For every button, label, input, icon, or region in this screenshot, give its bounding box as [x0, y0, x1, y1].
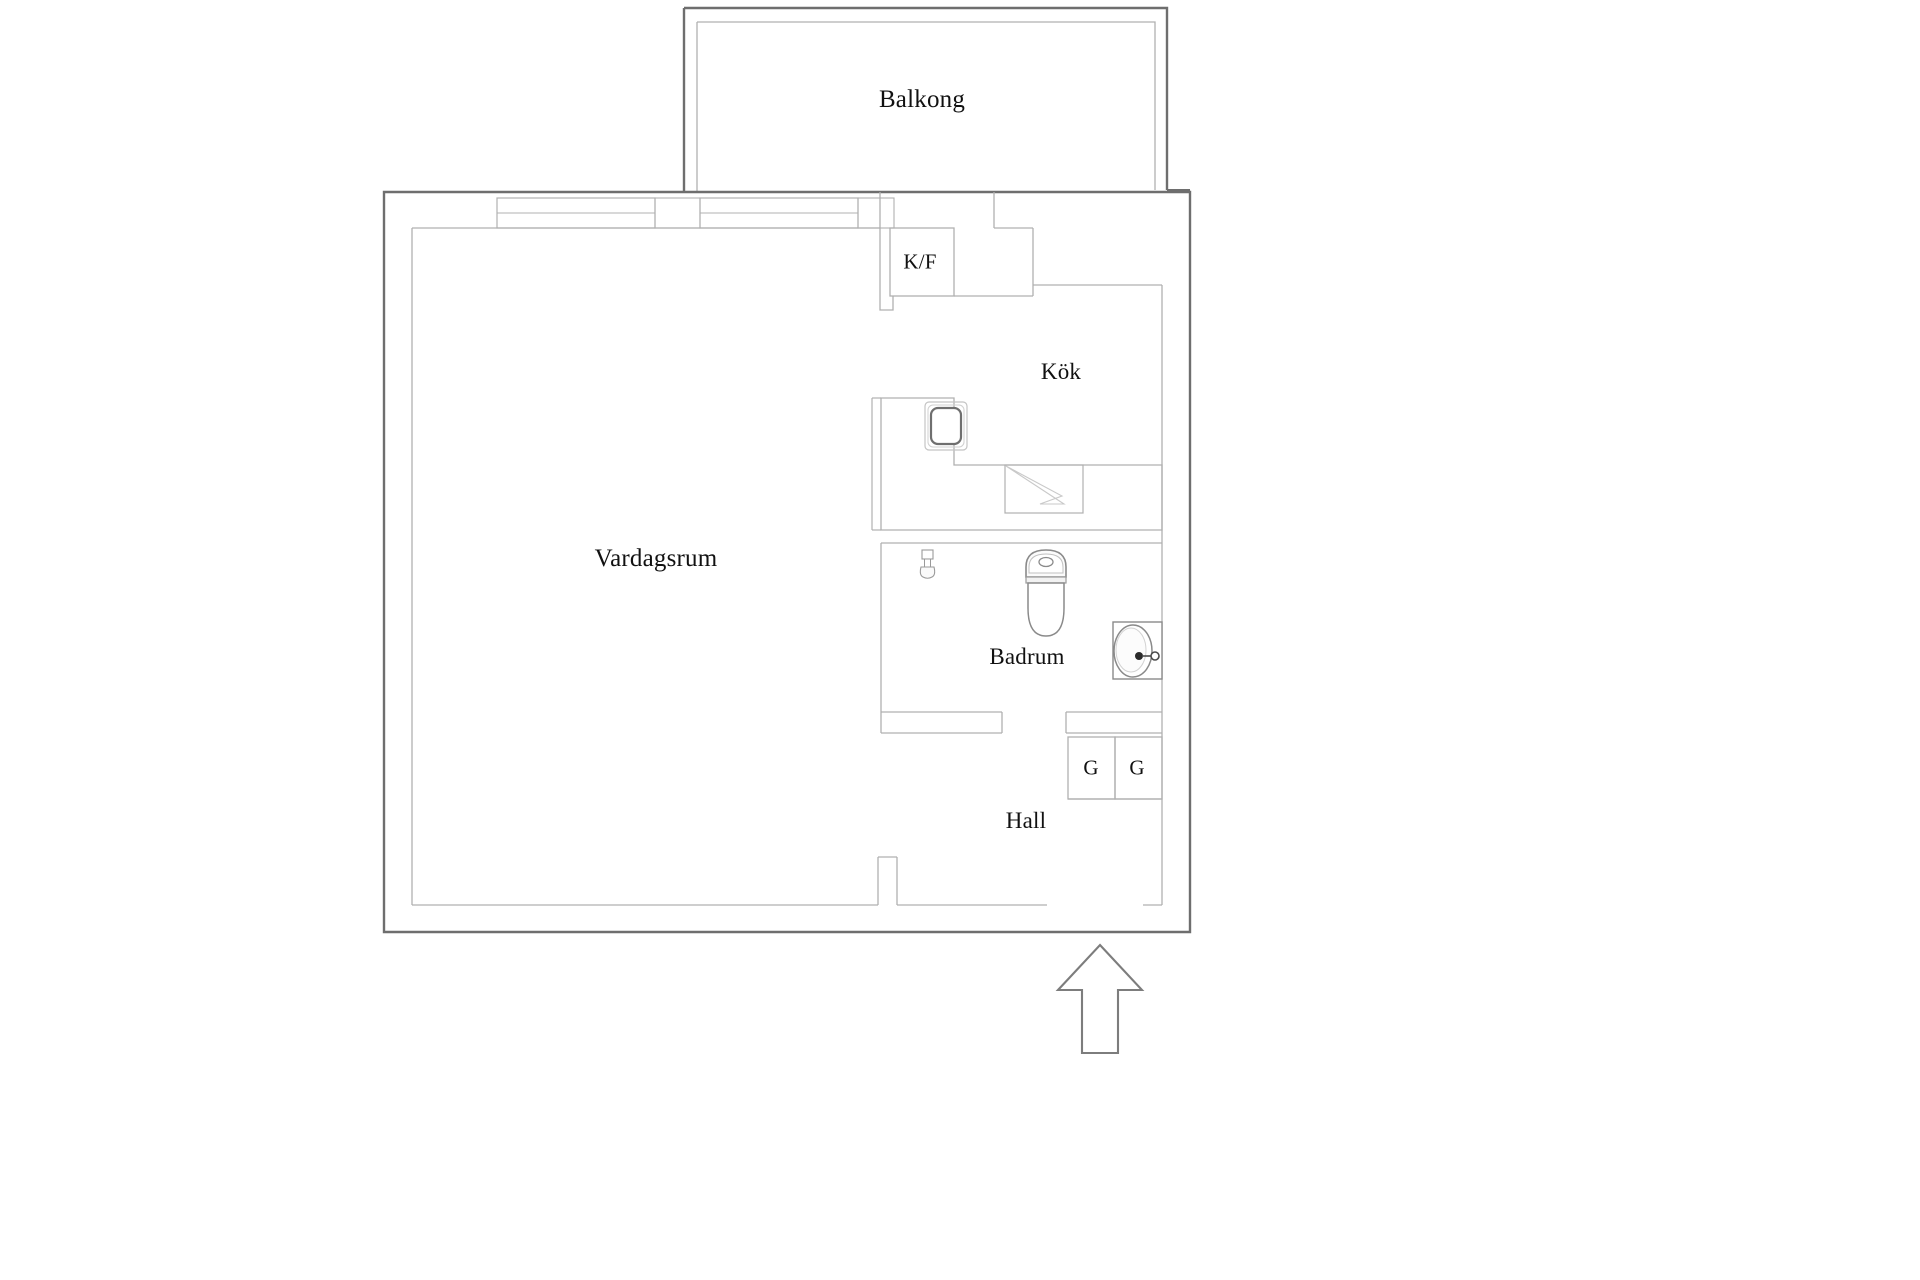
room-label-kok: Kök [1040, 359, 1082, 384]
toilet-icon [1025, 549, 1067, 637]
room-label-vardagsrum: Vardagsrum [594, 545, 718, 572]
apartment-inner-wall-face [411, 192, 1163, 906]
room-label-hall: Hall [1005, 808, 1047, 833]
window-group-top-wall [496, 197, 895, 229]
kitchen-counter [871, 397, 1163, 531]
room-label-garderob-1: G [1083, 755, 1099, 780]
wall-tap-icon [919, 549, 936, 579]
washbasin-icon [1112, 621, 1163, 680]
kf-nook [879, 227, 1034, 311]
wardrobe-group [1067, 736, 1163, 800]
counter-outline [880, 397, 1163, 531]
room-label-kf: K/F [903, 249, 937, 274]
kf-partition-wall [879, 228, 894, 311]
entrance-arrow-icon [1055, 943, 1145, 1055]
wall-pier-right [857, 197, 895, 229]
stove-icon [1004, 464, 1084, 514]
balcony-outline [682, 6, 1190, 192]
room-label-badrum: Badrum [989, 644, 1065, 669]
kitchen-sink-icon [924, 401, 968, 451]
wall-pier-between-windows [654, 197, 701, 229]
bathroom-walls [880, 542, 1163, 734]
room-label-garderob-2: G [1129, 755, 1145, 780]
room-label-balkong: Balkong [878, 86, 966, 113]
kf-box [889, 227, 955, 297]
apartment-outer-wall [382, 190, 1192, 934]
